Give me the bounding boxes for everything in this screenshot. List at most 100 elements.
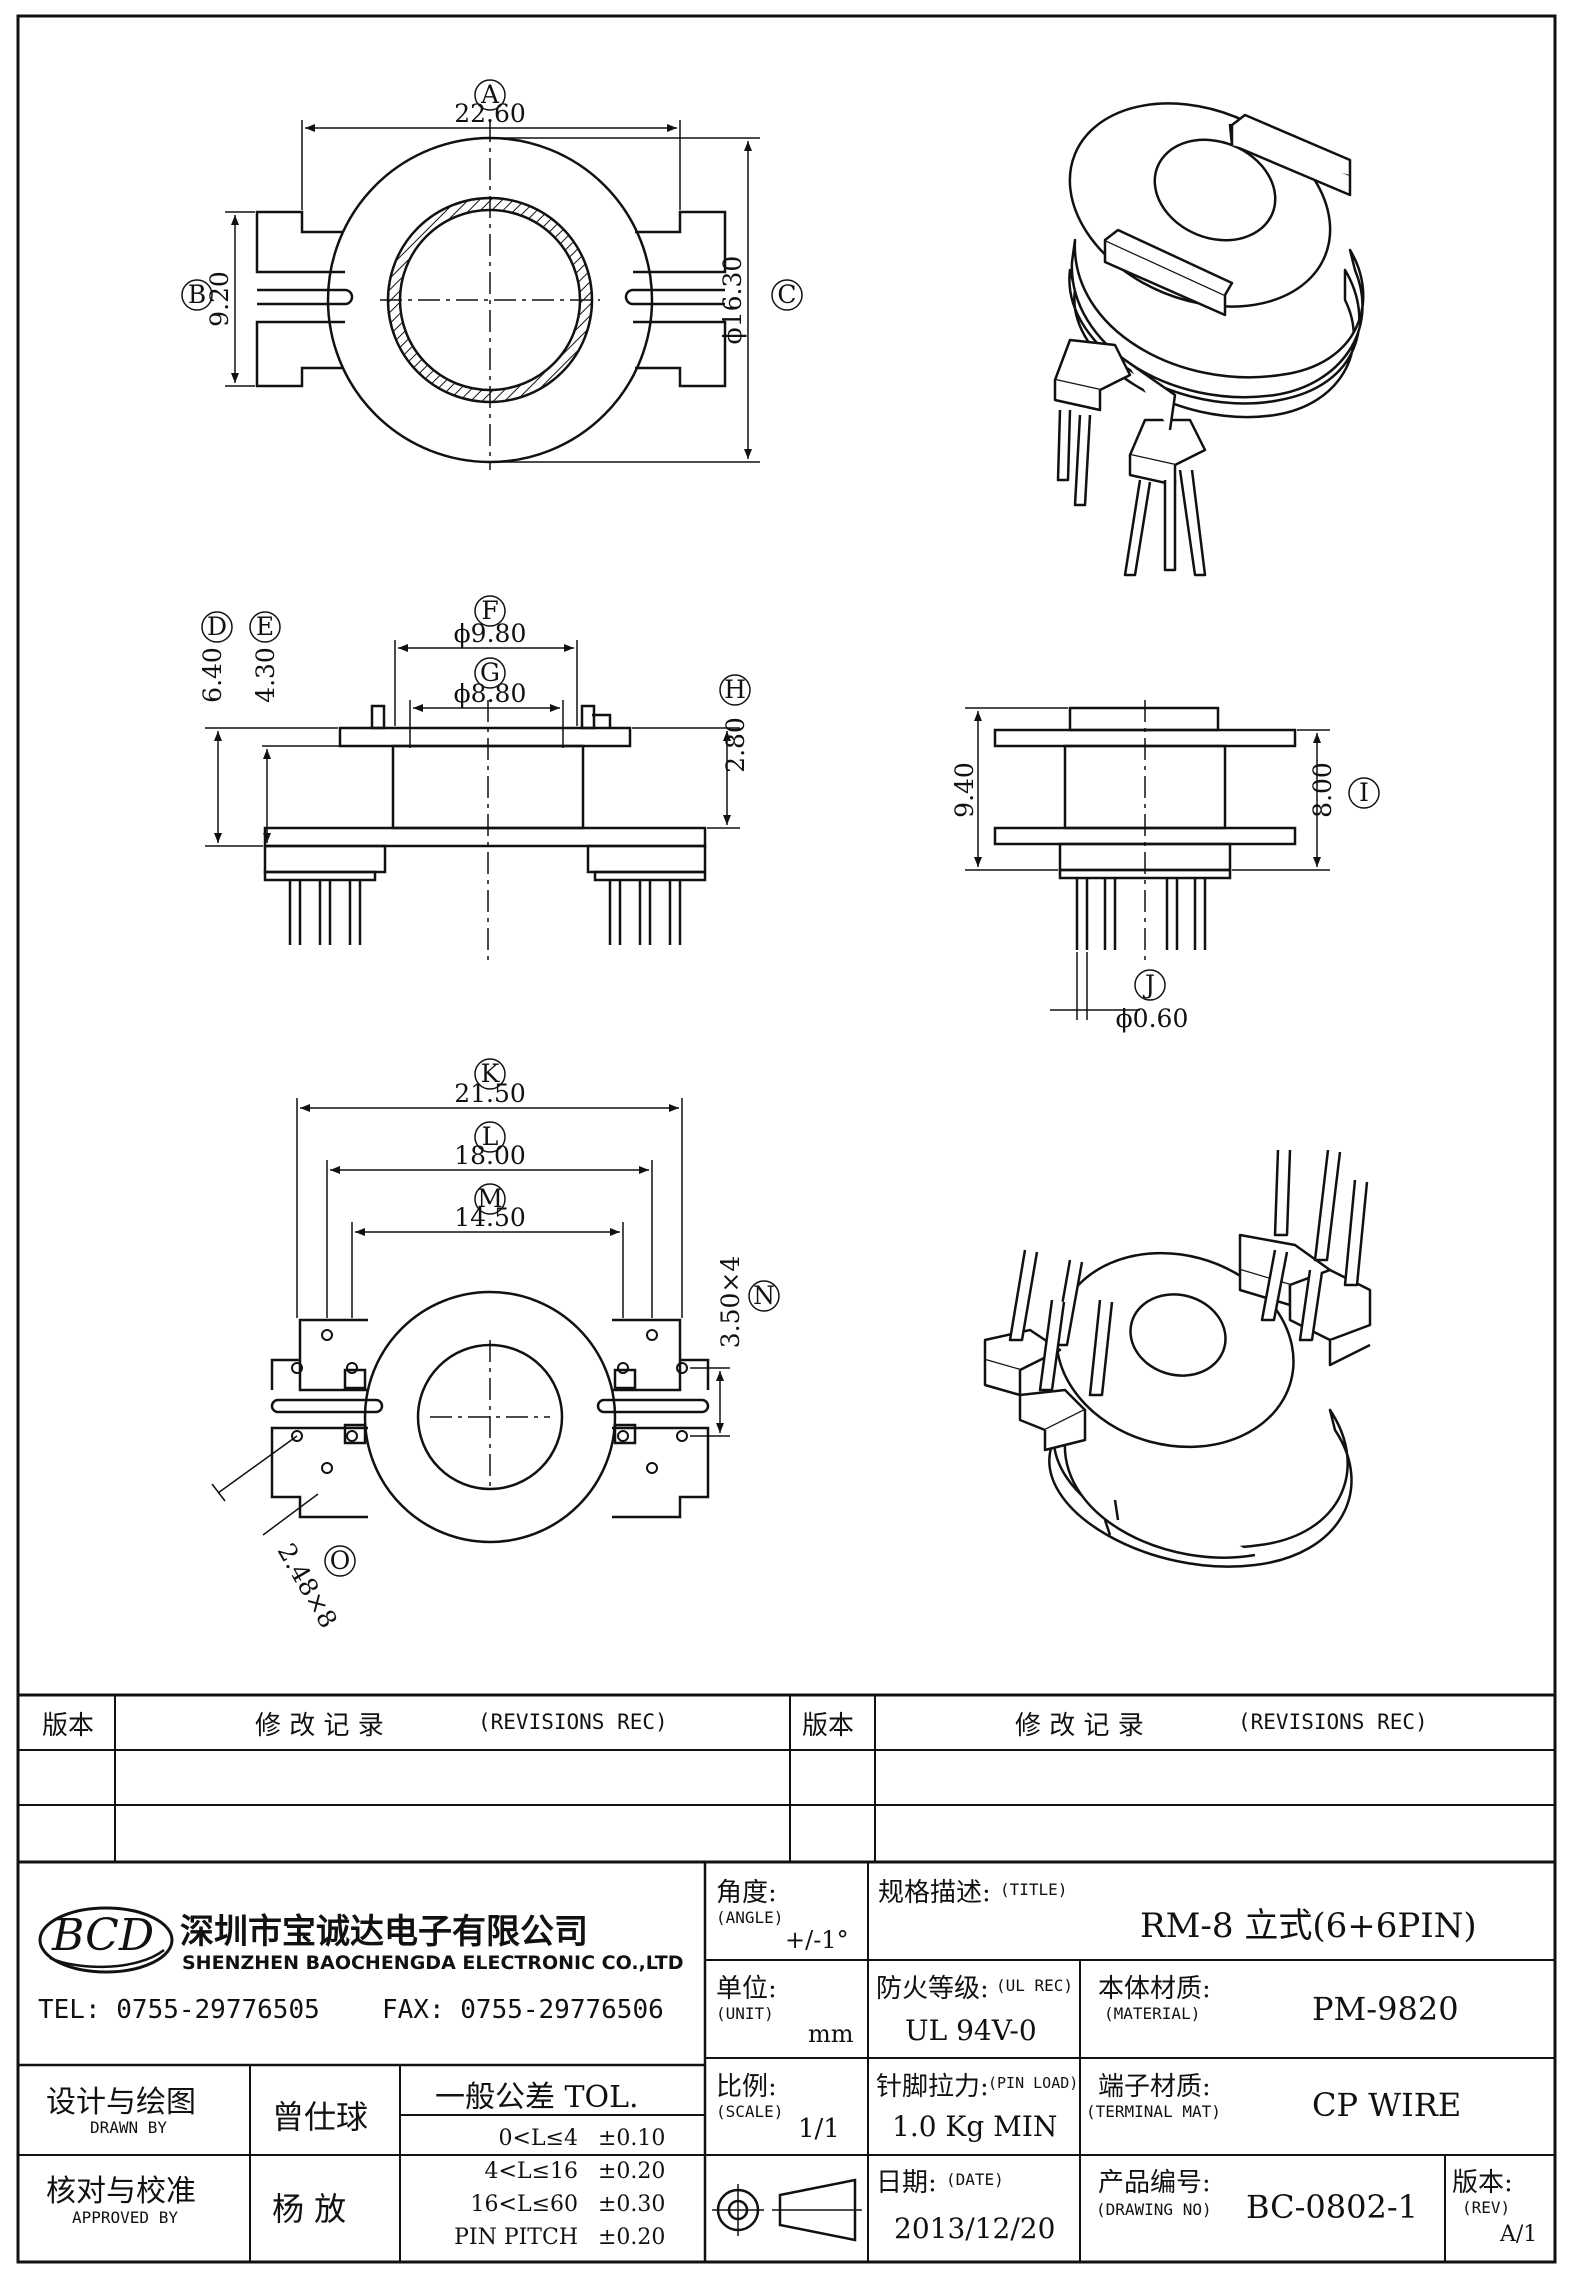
pin-load-label-cn: 针脚拉力: — [876, 2072, 989, 2102]
dim-d-label: D — [207, 612, 227, 641]
revisions-header-left-en: (REVISIONS REC) — [478, 1710, 668, 1734]
ul-rec-value: UL 94V-0 — [905, 2014, 1037, 2047]
dim-height-value: 9.40 — [950, 762, 979, 818]
dim-h-label: H — [724, 675, 746, 704]
rev-label-en: (REV) — [1462, 2198, 1511, 2217]
tolerance-range: 16<L≤60 — [470, 2192, 578, 2217]
dim-j-label: J — [1142, 970, 1155, 999]
pin-load-label-en: (PIN LOAD) — [988, 2074, 1079, 2092]
dim-f-label: F — [481, 596, 498, 625]
rev-value: A/1 — [1500, 2222, 1538, 2247]
dim-b-label: B — [188, 280, 206, 309]
company-fax: FAX: 0755-29776506 — [382, 1995, 664, 2025]
unit-value: mm — [808, 2020, 854, 2048]
tolerance-range: PIN PITCH — [454, 2225, 578, 2250]
scale-label-en: (SCALE) — [716, 2102, 784, 2121]
tolerance-value: ±0.20 — [598, 2225, 666, 2250]
dim-o-leader — [217, 1435, 298, 1494]
angle-label-cn: 角度: — [716, 1878, 777, 1908]
dim-f-value: ϕ9.80 — [454, 619, 527, 648]
revisions-header-right-cn: 修 改 记 录 — [1015, 1711, 1144, 1741]
approved-by-name: 杨 放 — [272, 2190, 347, 2228]
dim-a-label: A — [480, 80, 500, 109]
tolerance-range: 0<L≤4 — [498, 2126, 578, 2151]
bottom-view — [270, 1290, 710, 1544]
tolerance-value: ±0.30 — [598, 2192, 666, 2217]
tolerance-value: ±0.10 — [598, 2126, 666, 2151]
approved-by-label-en: APPROVED BY — [72, 2208, 178, 2227]
rev-column-header-right: 版本 — [802, 1711, 855, 1741]
tolerance-row: 16<L≤60 ±0.30 — [408, 2188, 698, 2221]
company-logo: BCD — [52, 1910, 155, 1961]
dim-j-value: ϕ0.60 — [1116, 1004, 1189, 1033]
dim-e-value: 4.30 — [251, 647, 280, 703]
side-view — [993, 700, 1297, 960]
ul-rec-label-cn: 防火等级: — [876, 1974, 989, 2004]
tolerance-value: ±0.20 — [598, 2159, 666, 2184]
top-view-dimensions — [181, 79, 803, 463]
dim-m-label: M — [477, 1184, 503, 1213]
material-label-cn: 本体材质: — [1098, 1974, 1211, 2004]
dim-c-label: C — [777, 280, 796, 309]
unit-label-en: (UNIT) — [716, 2004, 774, 2023]
dim-d-value: 6.40 — [198, 647, 227, 703]
scale-value: 1/1 — [798, 2114, 840, 2144]
dim-n-value: 3.50×4 — [716, 1256, 745, 1349]
title-label-cn: 规格描述: — [878, 1878, 991, 1908]
title-label-en: (TITLE) — [1000, 1880, 1068, 1899]
dim-n-label: N — [753, 1281, 775, 1310]
angle-label-en: (ANGLE) — [716, 1908, 784, 1927]
company-logo-mark — [38, 1906, 174, 1974]
revisions-header-right-en: (REVISIONS REC) — [1238, 1710, 1428, 1734]
title-value: RM-8 立式(6+6PIN) — [1140, 1906, 1477, 1946]
top-isometric-view — [1053, 102, 1365, 577]
dim-k-value: 21.50 — [454, 1079, 526, 1108]
drawing-no-value: BC-0802-1 — [1246, 2188, 1419, 2226]
tolerance-table: 0<L≤4 ±0.10 4<L≤16 ±0.20 16<L≤60 ±0.30 P… — [408, 2122, 698, 2254]
dim-k-label: K — [481, 1059, 501, 1088]
dim-l-value: 18.00 — [454, 1141, 526, 1170]
drawing-no-label-cn: 产品编号: — [1098, 2168, 1211, 2198]
tolerance-row: 0<L≤4 ±0.10 — [408, 2122, 698, 2155]
rev-column-header-left: 版本 — [42, 1711, 95, 1741]
date-label-en: (DATE) — [946, 2170, 1004, 2189]
ul-rec-label-en: (UL REC) — [996, 1976, 1074, 1995]
top-view — [255, 120, 727, 470]
company-tel: TEL: 0755-29776505 — [38, 1995, 320, 2025]
terminal-label-en: (TERMINAL MAT) — [1086, 2102, 1221, 2121]
front-view-dimensions — [201, 595, 751, 847]
dim-m-value: 14.50 — [454, 1203, 526, 1232]
dim-a-value: 22.60 — [454, 99, 526, 128]
terminal-label-cn: 端子材质: — [1098, 2072, 1211, 2102]
tolerance-row: PIN PITCH ±0.20 — [408, 2221, 698, 2254]
sheet-border — [16, 14, 1557, 2264]
scale-label-cn: 比例: — [716, 2072, 777, 2102]
dim-c-value: ϕ16.30 — [718, 256, 747, 345]
terminal-value: CP WIRE — [1312, 2086, 1462, 2124]
company-name-en: SHENZHEN BAOCHENGDA ELECTRONIC CO.,LTD — [182, 1952, 684, 1974]
drawing-no-label-en: (DRAWING NO) — [1096, 2200, 1212, 2219]
date-value: 2013/12/20 — [894, 2212, 1056, 2245]
side-view-dimensions — [965, 707, 1380, 1020]
approved-by-label-cn: 核对与校准 — [46, 2174, 196, 2209]
company-name-cn: 深圳市宝诚达电子有限公司 — [180, 1912, 588, 1952]
title-block-grid — [18, 1693, 1555, 2262]
material-value: PM-9820 — [1312, 1990, 1459, 2028]
dim-h-value: 2.80 — [721, 717, 750, 773]
drawn-by-label-en: DRAWN BY — [90, 2118, 168, 2137]
dim-b-value: 9.20 — [205, 271, 234, 327]
dim-g-label: G — [480, 658, 500, 687]
dim-l-label: L — [482, 1122, 499, 1151]
tolerance-title: 一般公差 TOL. — [435, 2080, 639, 2115]
dim-i-value: 8.00 — [1308, 762, 1337, 818]
tolerance-range: 4<L≤16 — [484, 2159, 578, 2184]
pin-load-value: 1.0 Kg MIN — [892, 2110, 1058, 2143]
material-label-en: (MATERIAL) — [1104, 2004, 1201, 2023]
date-label-cn: 日期: — [876, 2168, 937, 2198]
drawn-by-label-cn: 设计与绘图 — [46, 2085, 196, 2120]
bottom-view-dimensions — [211, 1058, 780, 1577]
drawn-by-name: 曾仕球 — [272, 2098, 369, 2136]
front-view — [263, 700, 707, 960]
tolerance-row: 4<L≤16 ±0.20 — [408, 2155, 698, 2188]
